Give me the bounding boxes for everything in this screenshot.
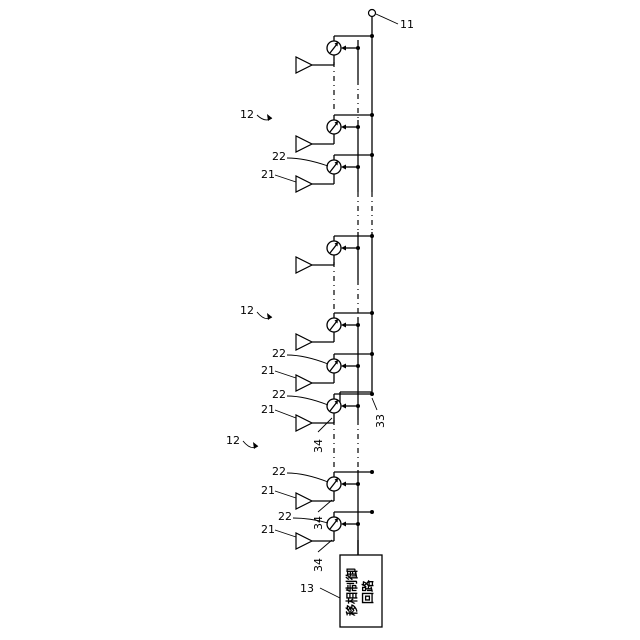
- junction-dot: [370, 34, 374, 38]
- junction-dot: [370, 113, 374, 117]
- junction-dot: [356, 364, 360, 368]
- control-arrow: [341, 125, 346, 130]
- control-circuit-13: 移相制御 回路: [340, 555, 382, 627]
- control-arrow: [341, 364, 346, 369]
- junction-dot: [356, 165, 360, 169]
- antenna-element-21: [296, 375, 312, 391]
- label-21: 21: [261, 403, 275, 416]
- label-21: 21: [261, 364, 275, 377]
- junction-dot: [370, 311, 374, 315]
- label-21: 21: [261, 168, 275, 181]
- group-12-mid: 12: [240, 304, 272, 320]
- control-arrow: [341, 482, 346, 487]
- antenna-element-21: [296, 176, 312, 192]
- label-12: 12: [240, 108, 254, 121]
- leader-11: [376, 14, 398, 24]
- label-22: 22: [272, 347, 286, 360]
- label-34: 34: [312, 516, 325, 530]
- group-12-top: 12: [240, 108, 272, 121]
- junction-dot: [356, 323, 360, 327]
- phase-shifter-units: [296, 34, 374, 555]
- junction-dot: [370, 510, 374, 514]
- label-22: 22: [272, 465, 286, 478]
- antenna-element-21: [296, 334, 312, 350]
- label-33: 33: [374, 414, 387, 428]
- label-12: 12: [240, 304, 254, 317]
- antenna-element-21: [296, 57, 312, 73]
- label-13: 13: [300, 582, 314, 595]
- label-21: 21: [261, 523, 275, 536]
- antenna-element-21: [296, 257, 312, 273]
- junction-dot: [356, 125, 360, 129]
- junction-dot: [370, 234, 374, 238]
- leader-13: [320, 588, 340, 598]
- antenna-element-21: [296, 533, 312, 549]
- label-34: 34: [312, 439, 325, 453]
- junction-dot: [356, 46, 360, 50]
- junction-dot: [370, 392, 374, 396]
- terminal-11: [369, 10, 376, 17]
- control-circuit-text-2: 回路: [360, 579, 375, 604]
- junction-dot: [370, 153, 374, 157]
- label-34: 34: [312, 558, 325, 572]
- control-arrow: [341, 246, 346, 251]
- label-22: 22: [272, 150, 286, 163]
- junction-dot: [356, 482, 360, 486]
- feed-line-33: [340, 17, 372, 402]
- label-21: 21: [261, 484, 275, 497]
- junction-dot: [356, 246, 360, 250]
- leader-33: [372, 398, 377, 410]
- group-12-bottom: 12: [226, 434, 258, 449]
- antenna-element-21: [296, 136, 312, 152]
- labels-34: 34 34 34: [312, 418, 332, 572]
- control-arrow: [341, 323, 346, 328]
- junction-dot: [356, 522, 360, 526]
- label-11: 11: [400, 18, 414, 31]
- control-arrow: [341, 165, 346, 170]
- antenna-element-21: [296, 493, 312, 509]
- antenna-element-21: [296, 415, 312, 431]
- junction-dot: [370, 470, 374, 474]
- label-22: 22: [278, 510, 292, 523]
- control-arrow: [341, 404, 346, 409]
- control-arrow: [341, 522, 346, 527]
- label-22: 22: [272, 388, 286, 401]
- control-circuit-text-1: 移相制御: [344, 568, 359, 616]
- control-arrow: [341, 46, 346, 51]
- label-12: 12: [226, 434, 240, 447]
- junction-dot: [370, 352, 374, 356]
- junction-dot: [356, 404, 360, 408]
